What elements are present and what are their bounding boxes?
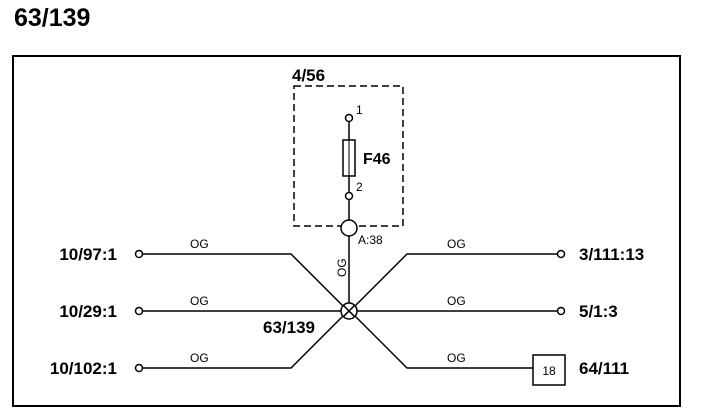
fuse-pin-2 [344,191,354,201]
branch-label: 10/29:1 [59,302,117,321]
wire-color-label: OG [447,237,466,251]
wire-color-label: OG [447,351,466,365]
branch-label: 3/111:13 [579,245,644,264]
branch-wire [143,314,345,369]
branch-label: 10/102:1 [50,359,117,378]
splice-label: 63/139 [263,318,315,337]
terminal-dot [556,249,566,259]
left-branch-2: 10/29:1 OG [59,294,341,321]
branch-wire [353,314,533,369]
module-label: 4/56 [292,66,325,85]
wire-color-label: OG [447,294,466,308]
terminal-dot [134,363,144,373]
fuse-pin-2-label: 2 [356,180,363,194]
terminal-dot [556,306,566,316]
connector-wire-color: OG [335,258,349,277]
diagram-frame [12,55,681,407]
connector-label: A:38 [358,233,383,247]
splice-icon [340,302,358,320]
wire-color-label: OG [190,237,209,251]
fuse-pin-1 [344,113,354,123]
connector-box [532,354,566,386]
page-title: 63/139 [14,4,91,32]
terminal-dot [134,249,144,259]
wire-color-label: OG [190,294,209,308]
right-branch-1: 3/111:13 OG [353,237,644,308]
fuse-label: F46 [363,151,391,168]
left-branch-3: 10/102:1 OG [50,314,345,378]
terminal-dot [134,306,144,316]
branch-label: 64/111 [579,359,629,378]
fuse-pin-1-label: 1 [356,103,363,117]
right-branch-2: 5/1:3 OG [357,294,618,321]
branch-label: 5/1:3 [579,302,618,321]
left-branch-1: 10/97:1 OG [59,237,345,308]
connector-box-label: 18 [542,364,556,378]
branch-wire [143,253,345,308]
branch-label: 10/97:1 [59,245,117,264]
right-branch-3: 18 64/111 OG [353,314,629,386]
branch-wire [353,253,557,308]
wire-color-label: OG [190,351,209,365]
connector-circle [340,219,358,237]
